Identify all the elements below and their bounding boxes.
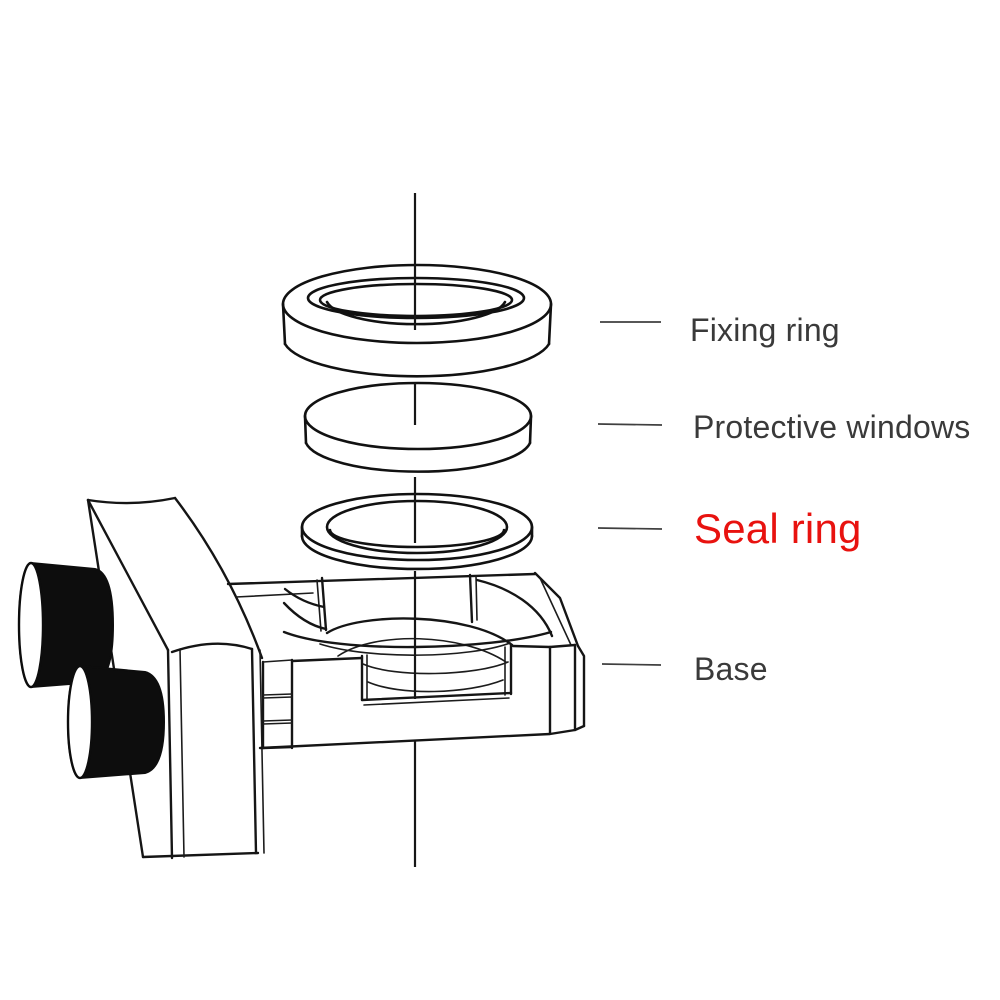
leader-line-protective-windows	[597, 423, 663, 426]
knob-upper	[17, 561, 114, 689]
knob-lower	[66, 664, 165, 780]
knob-lower-cap	[66, 664, 94, 780]
label-protective-windows: Protective windows	[693, 409, 971, 445]
fixing-ring-drawing	[281, 263, 553, 378]
base-block	[226, 571, 586, 750]
protective-window-drawing	[303, 381, 533, 473]
label-base: Base	[694, 651, 768, 687]
base-neck	[261, 658, 294, 750]
label-fixing-ring: Fixing ring	[690, 312, 840, 348]
leader-lines	[597, 321, 663, 666]
base-plate	[86, 496, 265, 860]
knob-upper-cap	[17, 561, 45, 689]
mount-knobs	[17, 561, 165, 780]
seal-ring-drawing	[300, 492, 534, 571]
leader-line-seal-ring	[597, 527, 663, 530]
leader-line-base	[601, 663, 662, 666]
label-seal-ring: Seal ring	[694, 505, 862, 552]
base-drawing	[17, 496, 586, 860]
